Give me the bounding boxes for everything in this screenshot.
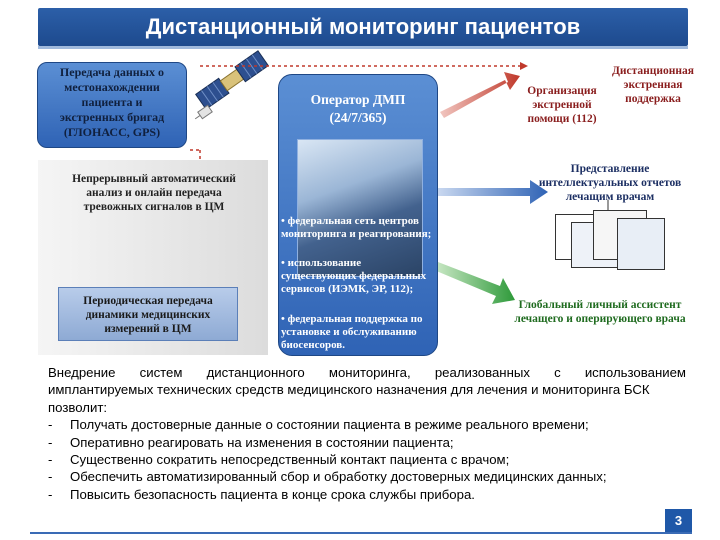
ecg-caption-line: Непрерывный автоматический [72,173,236,185]
emergency-org-line: Организация [527,85,597,97]
operator-title: Оператор ДМП (24/7/365) [279,91,437,127]
reports-label: Представление интеллектуальных отчетов л… [530,162,690,204]
bullet-dash: - [48,469,53,485]
reports-line: интеллектуальных отчетов [538,177,682,189]
operator-list-item: • федеральная поддержка по установке и о… [281,313,423,351]
operator-title-line: (24/7/365) [329,110,387,125]
list-item-text: Оперативно реагировать на изменения в со… [70,434,454,450]
emergency-org-line: помощи (112) [527,113,597,125]
remote-support-line: экстренная [623,79,683,91]
screen-thumb [617,218,665,270]
bullet-dash: - [48,486,53,502]
list-item-text: Существенно сократить непосредственный к… [70,452,510,468]
body-intro-cont: имплантируемых технических средств медиц… [48,382,650,415]
periodic-transfer-box: Периодическая передача динамики медицинс… [58,287,238,341]
gps-line: Передача данных о [59,65,165,79]
emergency-org-label: Организация экстренной помощи (112) [512,84,612,126]
operator-title-line: Оператор ДМП [310,92,406,107]
list-item-text: Повысить безопасность пациента в конце с… [70,486,475,502]
list-item: - Обеспечить автоматизированный сбор и об… [48,468,686,485]
remote-support-line: Дистанционная [611,65,695,77]
list-item: - Повысить безопасность пациента в конце … [48,486,686,503]
periodic-line: динамики медицинских [85,309,211,321]
emergency-org-line: экстренной [532,99,592,111]
gps-line: пациента и [81,95,143,109]
list-item: - Получать достоверные данные о состоянии… [48,416,686,433]
remote-support-label: Дистанционная экстренная поддержка [598,64,708,106]
gps-line: местонахождении [64,80,160,94]
arrow-assistant [434,262,515,304]
satellite-icon [194,50,269,120]
body-text: Внедрение систем дистанционного монитори… [48,364,686,503]
operator-panel: Оператор ДМП (24/7/365) • федеральная се… [278,74,438,356]
slide-title: Дистанционный мониторинг пациентов [38,8,688,49]
arrow-emergency [440,72,520,118]
control-room-photo [297,139,423,277]
ecg-caption-line: тревожных сигналов в ЦМ [83,201,225,213]
assistant-line: Глобальный личный ассистент [518,299,682,311]
gps-line: экстренных бригад [59,110,165,124]
footer-divider [30,532,692,534]
reports-line: лечащим врачам [565,191,655,203]
arrow-reports [438,180,548,204]
reports-line: Представление [570,163,650,175]
periodic-line: Периодическая передача [83,295,213,307]
ecg-caption: Непрерывный автоматический анализ и онла… [44,172,264,214]
gps-line: (ГЛОНАСС, GPS) [63,125,161,139]
report-screens-image [555,208,665,270]
body-intro: Внедрение систем дистанционного монитори… [48,365,686,380]
page-number: 3 [665,509,692,532]
list-item-text: Получать достоверные данные о состоянии … [70,417,589,433]
list-item-text: Обеспечить автоматизированный сбор и обр… [70,469,607,485]
operator-list-item: • использование существующих федеральных… [281,257,427,295]
assistant-line: лечащего и оперирующего врача [514,313,686,325]
bullet-dash: - [48,452,53,468]
bullet-dash: - [48,434,53,450]
gps-data-box: Передача данных о местонахождении пациен… [37,62,187,148]
assistant-label: Глобальный личный ассистент лечащего и о… [510,298,690,326]
ecg-caption-line: анализ и онлайн передача [86,187,222,199]
list-item: - Существенно сократить непосредственный … [48,451,686,468]
remote-support-line: поддержка [625,93,681,105]
list-item: - Оперативно реагировать на изменения в с… [48,434,686,451]
periodic-line: измерений в ЦМ [104,323,192,335]
operator-list-item: • федеральная сеть центров мониторинга и… [281,215,432,240]
bullet-dash: - [48,417,53,433]
